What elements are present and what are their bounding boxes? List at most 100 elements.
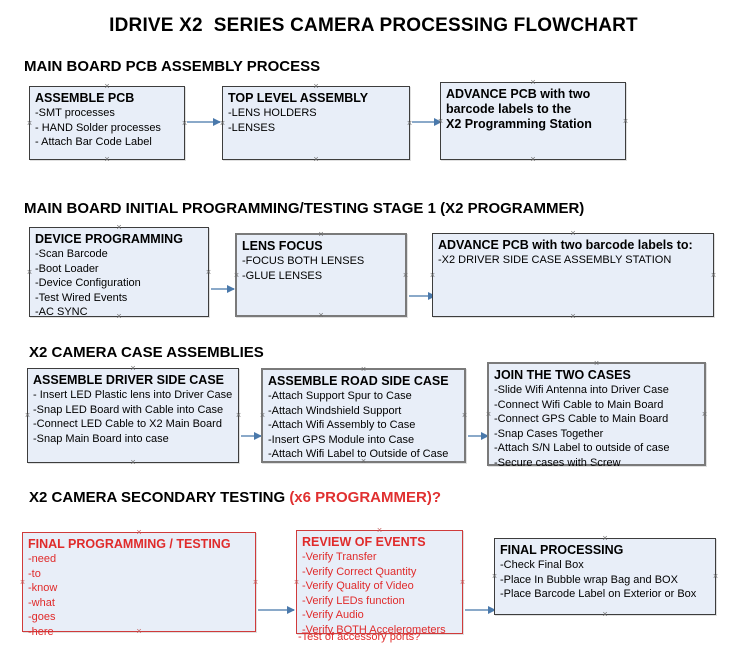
connection-point-left[interactable] [437,118,444,125]
connection-point-top[interactable] [360,366,367,373]
flow-box-title: TOP LEVEL ASSEMBLY [228,91,369,105]
flow-box-join-the-two-cases[interactable]: JOIN THE TWO CASES -Slide Wifi Antenna i… [485,360,708,469]
connection-point-bottom[interactable] [116,313,123,320]
connection-point-right[interactable] [712,573,719,580]
connection-point-bottom[interactable] [360,458,367,465]
flow-box-assemble-road-side-case[interactable]: ASSEMBLE ROAD SIDE CASE -Attach Support … [261,368,466,463]
connection-point-bottom[interactable] [313,156,320,163]
flow-box-line: -Verify Correct Quantity [302,565,417,578]
connection-point-right[interactable] [622,118,629,125]
flow-box-line: -AC SYNC [35,306,88,318]
flow-box-advance-pcb-programming-station[interactable]: ADVANCE PCB with two barcode labels to t… [440,82,626,160]
connection-point-top[interactable] [570,230,577,237]
connector-arrow [211,284,235,293]
flow-box-final-programming-testing[interactable]: FINAL PROGRAMMING / TESTING -need -to -k… [19,529,259,638]
connection-point-top[interactable] [116,224,123,231]
flow-box-lines: - Insert LED Plastic lens into Driver Ca… [33,388,233,446]
connection-point-right[interactable] [701,411,708,418]
flow-box-title: ADVANCE PCB with two [446,87,591,101]
connection-point-top[interactable] [136,529,143,536]
connection-point-right[interactable] [461,412,468,419]
connector-arrow [468,431,489,440]
connection-point-top[interactable] [530,79,537,86]
flow-box-title: DEVICE PROGRAMMING [35,232,183,246]
flow-box-review-of-events[interactable]: REVIEW OF EVENTS -Verify Transfer -Verif… [293,527,466,636]
connection-point-left[interactable] [429,272,436,279]
flow-box-line: -Connect Wifi Cable to Main Board [494,398,664,411]
connection-point-top[interactable] [376,527,383,534]
connection-point-bottom[interactable] [318,312,325,319]
flow-box-title: ASSEMBLE PCB [35,91,135,105]
flow-box-title: FINAL PROCESSING [500,543,624,557]
connector-arrow [187,117,221,126]
section-heading-main-board-pcb-assembly: MAIN BOARD PCB ASSEMBLY PROCESS [24,58,321,75]
connection-point-right[interactable] [459,579,466,586]
connection-point-bottom[interactable] [593,461,600,468]
flow-box-line: - HAND Solder processes [35,121,161,134]
connection-point-left[interactable] [24,412,31,419]
connection-point-right[interactable] [205,269,212,276]
flow-box-top-level-assembly[interactable]: TOP LEVEL ASSEMBLY -LENS HOLDERS -LENSES [222,86,410,160]
connection-point-left[interactable] [485,411,492,418]
flow-box-line: -Attach Support Spur to Case [268,390,412,402]
connection-point-right[interactable] [402,272,409,279]
flow-box-title: ASSEMBLE ROAD SIDE CASE [268,374,449,388]
connection-point-left[interactable] [259,412,266,419]
flow-box-title: FINAL PROGRAMMING / TESTING [28,537,231,551]
flow-box-lines: -FOCUS BOTH LENSES -GLUE LENSES [242,254,400,283]
flow-box-device-programming[interactable]: DEVICE PROGRAMMING -Scan Barcode -Boot L… [26,224,212,320]
connection-point-bottom[interactable] [130,459,137,466]
connection-point-right[interactable] [235,412,242,419]
flow-box-line: -Scan Barcode [35,248,108,260]
flow-box-line: -X2 DRIVER SIDE CASE ASSEMBLY STATION [438,254,672,266]
flow-box-line: -Place In Bubble wrap Bag and BOX [500,573,678,586]
flow-box-line: -to [28,567,41,580]
flow-box-line: -Attach Wifi Assembly to Case [268,419,416,431]
flow-box-line: -Insert GPS Module into Case [268,433,415,446]
connection-point-top[interactable] [313,83,320,90]
flow-box-lens-focus[interactable]: LENS FOCUS -FOCUS BOTH LENSES -GLUE LENS… [235,233,407,317]
flow-box-lines: -Slide Wifi Antenna into Driver Case -Co… [494,383,699,470]
flow-box-lines: -Check Final Box -Place In Bubble wrap B… [500,558,710,602]
connection-point-left[interactable] [19,579,26,586]
connection-point-left[interactable] [233,272,240,279]
flow-box-line: -here [28,625,54,638]
flow-box-line: -Verify Transfer [302,551,377,563]
flow-box-line: - Attach Bar Code Label [35,136,152,148]
flow-box-line: -Snap Cases Together [494,427,604,440]
connection-point-bottom[interactable] [602,611,609,618]
section-heading-accent: (x6 PROGRAMMER)? [289,489,441,506]
connection-point-top[interactable] [602,535,609,542]
flow-box-final-processing[interactable]: FINAL PROCESSING -Check Final Box -Place… [494,538,716,615]
flow-box-advance-pcb-driver-side-case[interactable]: ADVANCE PCB with two barcode labels to: … [432,233,714,317]
flow-box-line: -Secure cases with Screw [494,456,621,469]
flow-box-assemble-driver-side-case[interactable]: ASSEMBLE DRIVER SIDE CASE - Insert LED P… [27,368,239,463]
connection-point-left[interactable] [491,573,498,580]
connection-point-bottom[interactable] [570,313,577,320]
connection-point-right[interactable] [252,579,259,586]
flow-box-line: -Test Wired Events [35,291,128,304]
flow-box-line: -Boot Loader [35,262,99,275]
flow-box-lines: -Scan Barcode -Boot Loader -Device Confi… [35,247,203,320]
connection-point-top[interactable] [318,231,325,238]
flow-box-assemble-pcb[interactable]: ASSEMBLE PCB -SMT processes - HAND Solde… [29,86,185,160]
connection-point-left[interactable] [219,120,226,127]
flow-box-line: -need [28,553,57,565]
flow-box-lines: -SMT processes - HAND Solder processes -… [35,106,179,150]
flow-box-line: -Verify LEDs function [302,594,405,607]
flow-box-line: -LENSES [228,121,276,134]
connection-point-left[interactable] [26,120,33,127]
connection-point-bottom[interactable] [530,156,537,163]
connection-point-top[interactable] [104,83,111,90]
flow-box-title-line2: barcode labels to the [446,102,572,116]
connection-point-bottom[interactable] [104,156,111,163]
connection-point-left[interactable] [293,579,300,586]
connection-point-top[interactable] [130,365,137,372]
connection-point-left[interactable] [26,269,33,276]
flow-box-lines: -Attach Support Spur to Case -Attach Win… [268,389,459,462]
section-heading-main-board-initial-programming: MAIN BOARD INITIAL PROGRAMMING/TESTING S… [24,200,585,217]
connection-point-right[interactable] [710,272,717,279]
connection-point-bottom[interactable] [136,628,143,635]
connection-point-top[interactable] [593,360,600,367]
